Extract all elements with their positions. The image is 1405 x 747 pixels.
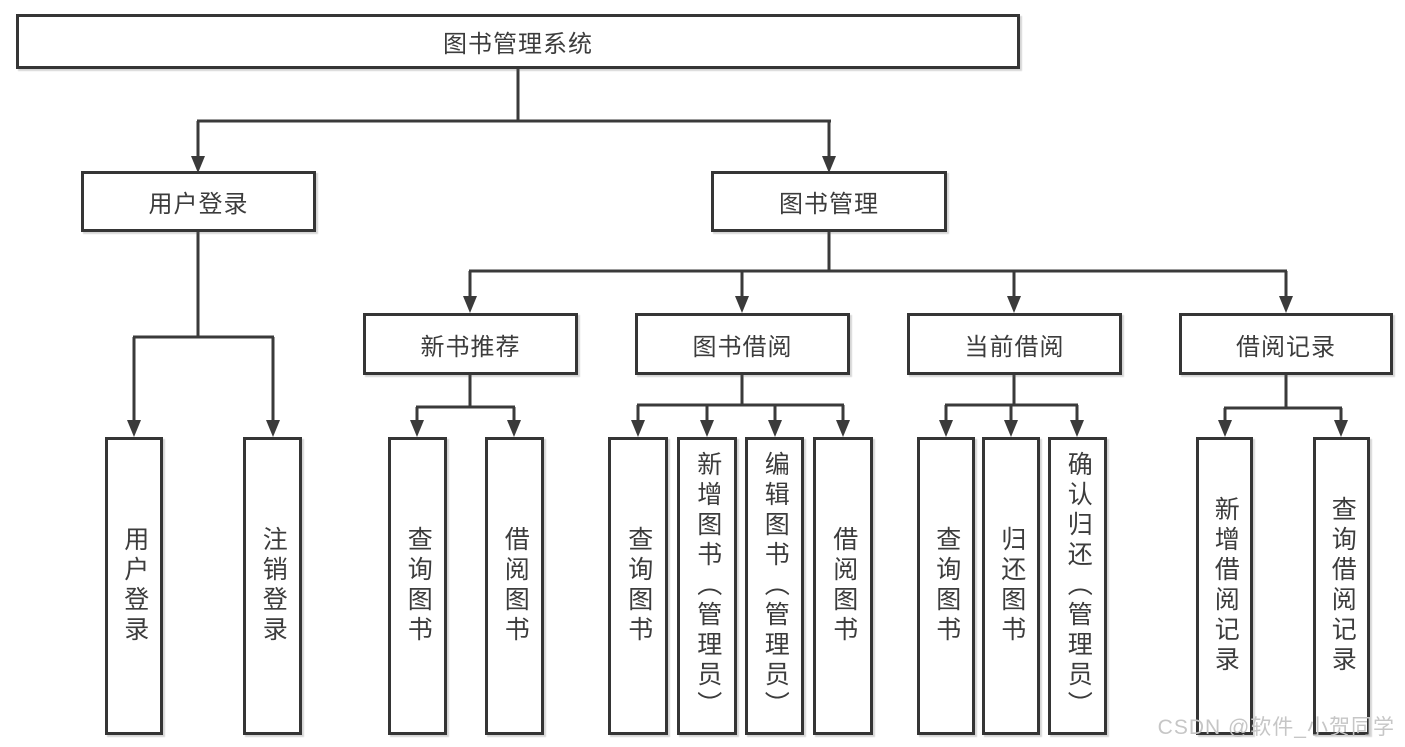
leaf-edit-book-admin-label: 编辑图书（管理员）	[761, 451, 790, 721]
leaf-current-query-books-label: 查询图书	[932, 526, 961, 646]
node-book-borrowing-label: 图书借阅	[692, 333, 793, 361]
leaf-edit-book-admin: 编辑图书（管理员）	[745, 437, 804, 735]
leaf-borrowing-borrow-books: 借阅图书	[813, 437, 873, 735]
leaf-borrowing-borrow-books-label: 借阅图书	[829, 526, 858, 646]
leaf-recommend-borrow-books-label: 借阅图书	[501, 526, 530, 646]
node-current-borrowing: 当前借阅	[907, 313, 1122, 375]
leaf-current-query-books: 查询图书	[917, 437, 975, 735]
leaf-confirm-return-admin-label: 确认归还（管理员）	[1064, 451, 1093, 721]
node-book-borrowing: 图书借阅	[635, 313, 850, 375]
leaf-recommend-query-books: 查询图书	[388, 437, 447, 735]
leaf-return-books-label: 归还图书	[997, 526, 1026, 646]
leaf-user-login-label: 用户登录	[120, 526, 149, 646]
leaf-logout: 注销登录	[243, 437, 302, 735]
node-book-management-label: 图书管理	[779, 191, 879, 218]
node-user-login: 用户登录	[81, 171, 316, 232]
node-borrowing-records: 借阅记录	[1179, 313, 1393, 375]
node-library-system-label: 图书管理系统	[443, 31, 593, 58]
leaf-recommend-borrow-books: 借阅图书	[485, 437, 544, 735]
leaf-query-borrow-record: 查询借阅记录	[1313, 437, 1370, 735]
leaf-user-login: 用户登录	[105, 437, 163, 735]
node-new-book-recommendation-label: 新书推荐	[420, 333, 521, 361]
leaf-query-borrow-record-label: 查询借阅记录	[1328, 496, 1357, 676]
node-library-system: 图书管理系统	[16, 14, 1020, 69]
leaf-borrowing-query-books: 查询图书	[608, 437, 668, 735]
leaf-return-books: 归还图书	[982, 437, 1040, 735]
node-current-borrowing-label: 当前借阅	[964, 333, 1065, 361]
leaf-confirm-return-admin: 确认归还（管理员）	[1048, 437, 1107, 735]
leaf-add-borrow-record-label: 新增借阅记录	[1211, 496, 1240, 676]
leaf-logout-label: 注销登录	[259, 526, 288, 646]
node-user-login-label: 用户登录	[148, 191, 249, 218]
leaf-add-borrow-record: 新增借阅记录	[1196, 437, 1253, 735]
leaf-recommend-query-books-label: 查询图书	[404, 526, 433, 646]
leaf-add-book-admin-label: 新增图书（管理员）	[693, 451, 722, 721]
node-borrowing-records-label: 借阅记录	[1236, 333, 1336, 361]
node-book-management: 图书管理	[711, 171, 947, 232]
leaf-borrowing-query-books-label: 查询图书	[624, 526, 653, 646]
leaf-add-book-admin: 新增图书（管理员）	[677, 437, 737, 735]
watermark: CSDN @软件_小贺同学	[1157, 716, 1395, 739]
node-new-book-recommendation: 新书推荐	[363, 313, 578, 375]
